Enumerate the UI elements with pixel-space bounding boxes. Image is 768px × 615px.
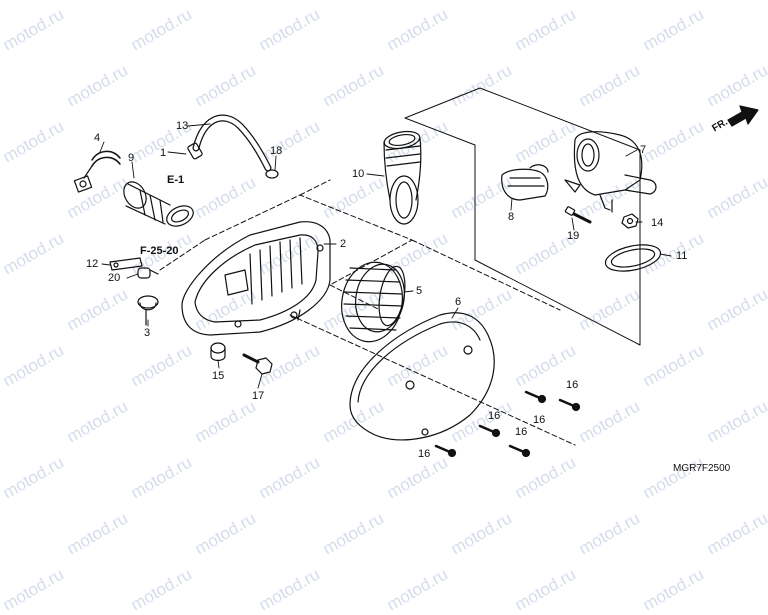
part-label-8: 8 — [508, 211, 515, 223]
part-label-16: 16 — [488, 410, 501, 422]
grommet-20 — [137, 267, 159, 279]
part-label-9: 9 — [128, 152, 135, 164]
bolt-19 — [564, 206, 592, 224]
drain-plug-3 — [137, 295, 159, 326]
diagram-code: MGR7F2500 — [673, 463, 731, 474]
air-cleaner-cover-6 — [349, 312, 495, 441]
part-label-19: 19 — [567, 230, 580, 242]
part-label-20: 20 — [108, 272, 121, 284]
part-label-11: 11 — [676, 250, 688, 262]
collar-15 — [210, 342, 226, 362]
bolt-17 — [242, 353, 273, 375]
exploded-view-drawing — [73, 87, 759, 458]
reference-e1: E-1 — [167, 174, 185, 186]
seal-ring-11 — [604, 244, 662, 272]
clamp-band-4 — [73, 150, 121, 193]
part-label-15: 15 — [212, 370, 225, 382]
breather-hose-13 — [187, 114, 279, 179]
front-direction-arrow — [727, 105, 759, 127]
part-label-7: 7 — [640, 144, 647, 156]
part-label-5: 5 — [416, 285, 423, 297]
intake-chamber-7 — [564, 131, 657, 213]
part-label-16: 16 — [515, 426, 528, 438]
screws-16 — [434, 390, 581, 458]
part-label-1: 1 — [160, 147, 167, 159]
part-label-2: 2 — [340, 238, 347, 250]
elbow-duct-8 — [501, 164, 549, 201]
assembly-frame-right — [404, 87, 641, 346]
part-label-3: 3 — [144, 327, 151, 339]
part-label-12: 12 — [86, 258, 99, 270]
part-label-6: 6 — [455, 296, 462, 308]
part-label-17: 17 — [252, 390, 265, 402]
part-label-4: 4 — [94, 132, 101, 144]
part-label-18: 18 — [270, 145, 283, 157]
intake-duct-10 — [383, 130, 422, 225]
connecting-tube-9 — [123, 181, 194, 227]
part-label-16: 16 — [533, 414, 546, 426]
part-label-10: 10 — [352, 168, 365, 180]
filter-element-5 — [341, 261, 406, 343]
leader-lines — [99, 123, 672, 389]
reference-f2520: F-25-20 — [140, 245, 179, 257]
part-label-13: 13 — [176, 120, 189, 132]
part-label-14: 14 — [651, 217, 664, 229]
strap-12 — [109, 257, 143, 271]
nut-14 — [621, 213, 639, 229]
air-cleaner-housing-2 — [181, 221, 331, 336]
part-label-16: 16 — [418, 448, 431, 460]
part-label-16: 16 — [566, 379, 579, 391]
